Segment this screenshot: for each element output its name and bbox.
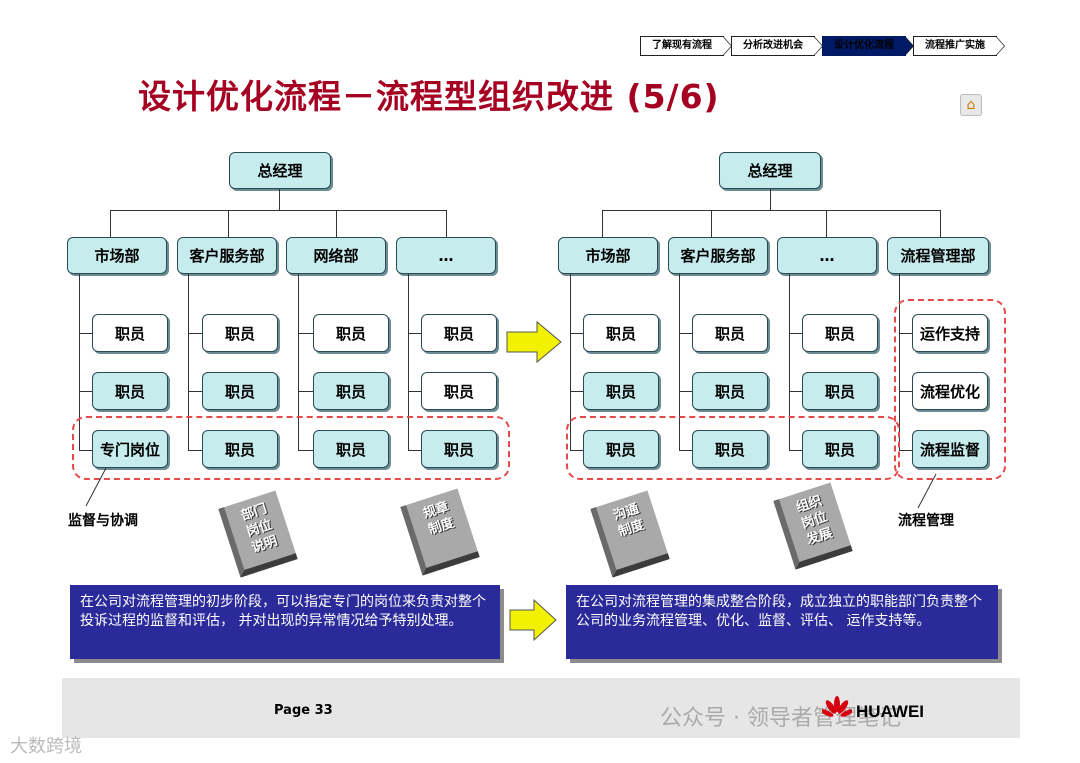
footer-bar <box>62 678 1020 738</box>
staff-box: 职员 <box>802 430 878 468</box>
huawei-logo-icon <box>820 696 854 724</box>
book-label: 部门 岗位 说明 <box>239 501 280 557</box>
crumb-label: 了解现有流程 <box>652 40 712 51</box>
watermark: 公众号 · 领导者管理笔记 <box>660 706 901 731</box>
crumb-design[interactable]: 设计优化流程 <box>822 36 914 56</box>
annotation-pointer <box>917 473 937 509</box>
crumb-label: 分析改进机会 <box>743 40 803 51</box>
staff-box: 职员 <box>802 372 878 410</box>
staff-box: 职员 <box>202 372 278 410</box>
page-title: 设计优化流程－流程型组织改进 (5/6) <box>138 77 720 116</box>
dept-box: 客户服务部 <box>668 237 768 274</box>
dept-box: … <box>396 237 496 274</box>
gm-box-left: 总经理 <box>229 152 331 189</box>
book-rules: 规章 制度 <box>400 488 480 576</box>
annotation-left: 监督与协调 <box>68 513 138 529</box>
dept-box: 市场部 <box>67 237 167 274</box>
book-dept-post: 部门 岗位 说明 <box>218 490 298 578</box>
staff-box: 职员 <box>92 314 168 352</box>
staff-box: 职员 <box>692 314 768 352</box>
highlight-dashed-left <box>72 416 510 480</box>
staff-box: 职员 <box>313 314 389 352</box>
staff-box: 职员 <box>421 430 497 468</box>
gm-box-right: 总经理 <box>719 152 821 189</box>
watermark-corner: 大数跨境 <box>10 736 82 757</box>
annotation-pointer <box>85 467 107 507</box>
staff-box: 职员 <box>802 314 878 352</box>
crumb-analyze[interactable]: 分析改进机会 <box>731 36 823 56</box>
annotation-right: 流程管理 <box>898 513 954 529</box>
highlight-dashed-right-row <box>566 416 900 480</box>
process-monitor-box: 流程监督 <box>912 430 988 468</box>
special-post-box: 专门岗位 <box>92 430 168 468</box>
process-optimize-box: 流程优化 <box>912 372 988 410</box>
staff-box: 职员 <box>692 372 768 410</box>
staff-box: 职员 <box>421 314 497 352</box>
dept-box: … <box>777 237 877 274</box>
home-icon[interactable]: ⌂ <box>960 94 982 116</box>
description-left: 在公司对流程管理的初步阶段，可以指定专门的岗位来负责对整个投诉过程的监督和评估，… <box>70 585 500 659</box>
crumb-label: 流程推广实施 <box>925 40 985 51</box>
crumb-label: 设计优化流程 <box>834 40 894 51</box>
crumb-rollout[interactable]: 流程推广实施 <box>913 36 1005 56</box>
staff-box: 职员 <box>202 314 278 352</box>
book-org-post-dev: 组织 岗位 发展 <box>773 482 853 570</box>
dept-box: 网络部 <box>286 237 386 274</box>
crumb-understand[interactable]: 了解现有流程 <box>640 36 732 56</box>
highlight-dashed-process-dept <box>894 299 1006 480</box>
staff-box: 职员 <box>583 372 659 410</box>
book-label: 组织 岗位 发展 <box>794 493 835 549</box>
dept-box: 市场部 <box>558 237 658 274</box>
staff-box: 职员 <box>692 430 768 468</box>
right-arrow-icon <box>506 320 562 364</box>
book-communication: 沟通 制度 <box>590 490 670 578</box>
staff-box: 职员 <box>313 372 389 410</box>
ops-support-box: 运作支持 <box>912 314 988 352</box>
staff-box: 职员 <box>92 372 168 410</box>
staff-box: 职员 <box>313 430 389 468</box>
staff-box: 职员 <box>583 430 659 468</box>
page-number: Page 33 <box>274 703 333 718</box>
staff-box: 职员 <box>202 430 278 468</box>
dept-box: 客户服务部 <box>177 237 277 274</box>
description-right: 在公司对流程管理的集成整合阶段，成立独立的职能部门负责整个公司的业务流程管理、优… <box>566 585 998 659</box>
staff-box: 职员 <box>421 372 497 410</box>
dept-box-process-mgmt: 流程管理部 <box>887 237 989 274</box>
book-label: 规章 制度 <box>421 499 457 538</box>
right-arrow-icon <box>509 598 557 642</box>
staff-box: 职员 <box>583 314 659 352</box>
huawei-logo: HUAWEI <box>856 702 924 721</box>
book-label: 沟通 制度 <box>611 501 647 540</box>
